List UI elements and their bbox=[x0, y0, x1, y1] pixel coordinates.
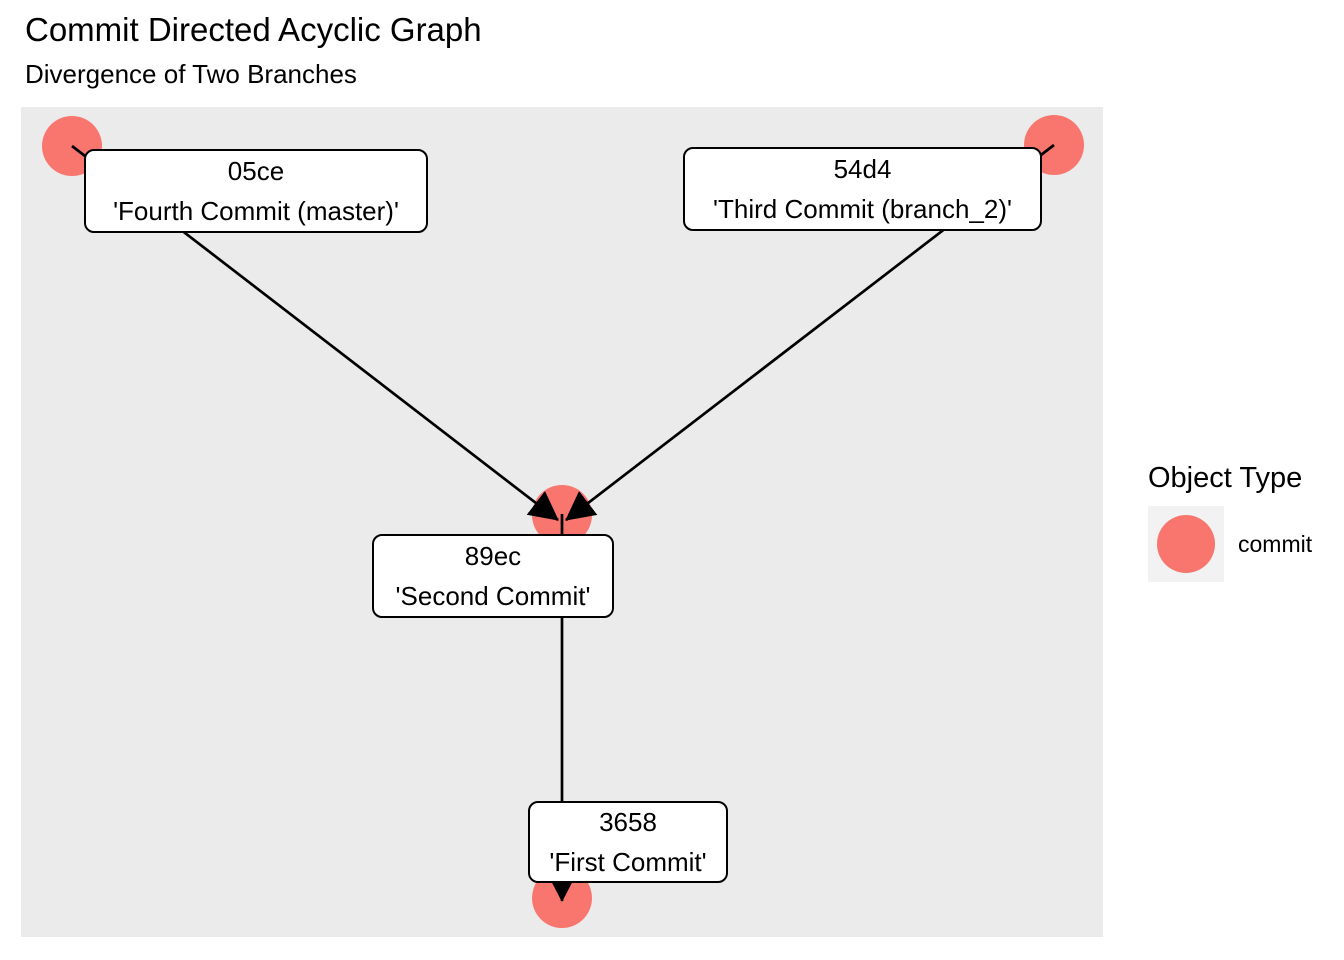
commit-message: 'Second Commit' bbox=[395, 581, 591, 611]
commit-label-05ce: 05ce 'Fourth Commit (master)' bbox=[84, 149, 428, 233]
page-title: Commit Directed Acyclic Graph bbox=[25, 11, 482, 48]
commit-message: 'First Commit' bbox=[549, 847, 707, 877]
legend: Object Type commit bbox=[1148, 462, 1344, 592]
commit-label-3658: 3658 'First Commit' bbox=[528, 801, 728, 883]
commit-hash: 54d4 bbox=[833, 154, 892, 184]
legend-key bbox=[1148, 506, 1224, 582]
commit-label-89ec: 89ec 'Second Commit' bbox=[372, 534, 614, 618]
legend-item-label: commit bbox=[1238, 530, 1313, 557]
commit-label-54d4: 54d4 'Third Commit (branch_2)' bbox=[683, 147, 1042, 231]
legend-title: Object Type bbox=[1148, 462, 1303, 494]
legend-commit-swatch-icon bbox=[1157, 515, 1215, 573]
page-subtitle: Divergence of Two Branches bbox=[25, 59, 357, 89]
commit-message: 'Fourth Commit (master)' bbox=[113, 196, 399, 226]
commit-message: 'Third Commit (branch_2)' bbox=[713, 194, 1012, 224]
commit-hash: 89ec bbox=[464, 541, 522, 571]
commit-hash: 05ce bbox=[227, 156, 285, 186]
commit-hash: 3658 bbox=[599, 807, 657, 837]
